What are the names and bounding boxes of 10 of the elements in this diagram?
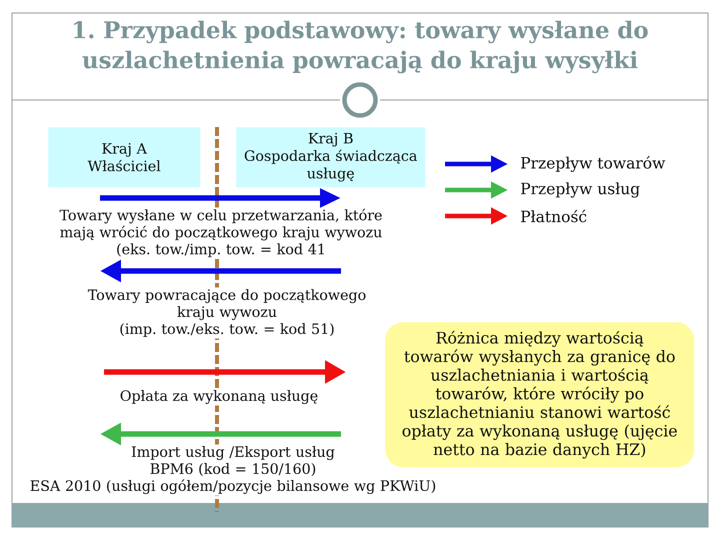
legend-label: Przepływ towarów — [521, 156, 666, 172]
country-box: Kraj A Właściciel — [48, 127, 200, 188]
legend-label: Przepływ usług — [521, 182, 640, 198]
flow-label: Towary wysłane w celu przetwarzania, które mają wrócić do początkowego kraju wywozu (eks. tow./imp. tow. = kod 41 — [60, 208, 382, 258]
note-box: Różnica między wartością towarów wysłanych za granicę do uszlachetniania i wartością towarów, które wróciły po uszlachetnianiu stanowi wartość opłaty za wykonaną usługę (ujęcie netto na bazie danych HZ) — [385, 322, 694, 468]
flow-label: Towary powracające do początkowego kraju wywozu (imp. tow./eks. tow. = kod 51) — [88, 289, 366, 337]
country-box: Kraj B Gospodarka świadcząca usługę — [236, 127, 426, 188]
legend-label: Płatność — [521, 210, 586, 222]
title: 1. Przypadek podstawowy: towary wysłane do uszlachetnienia powracają do kraju wysyłki — [74, 20, 648, 74]
flow-label: Opłata za wykonaną usługę — [120, 390, 318, 404]
